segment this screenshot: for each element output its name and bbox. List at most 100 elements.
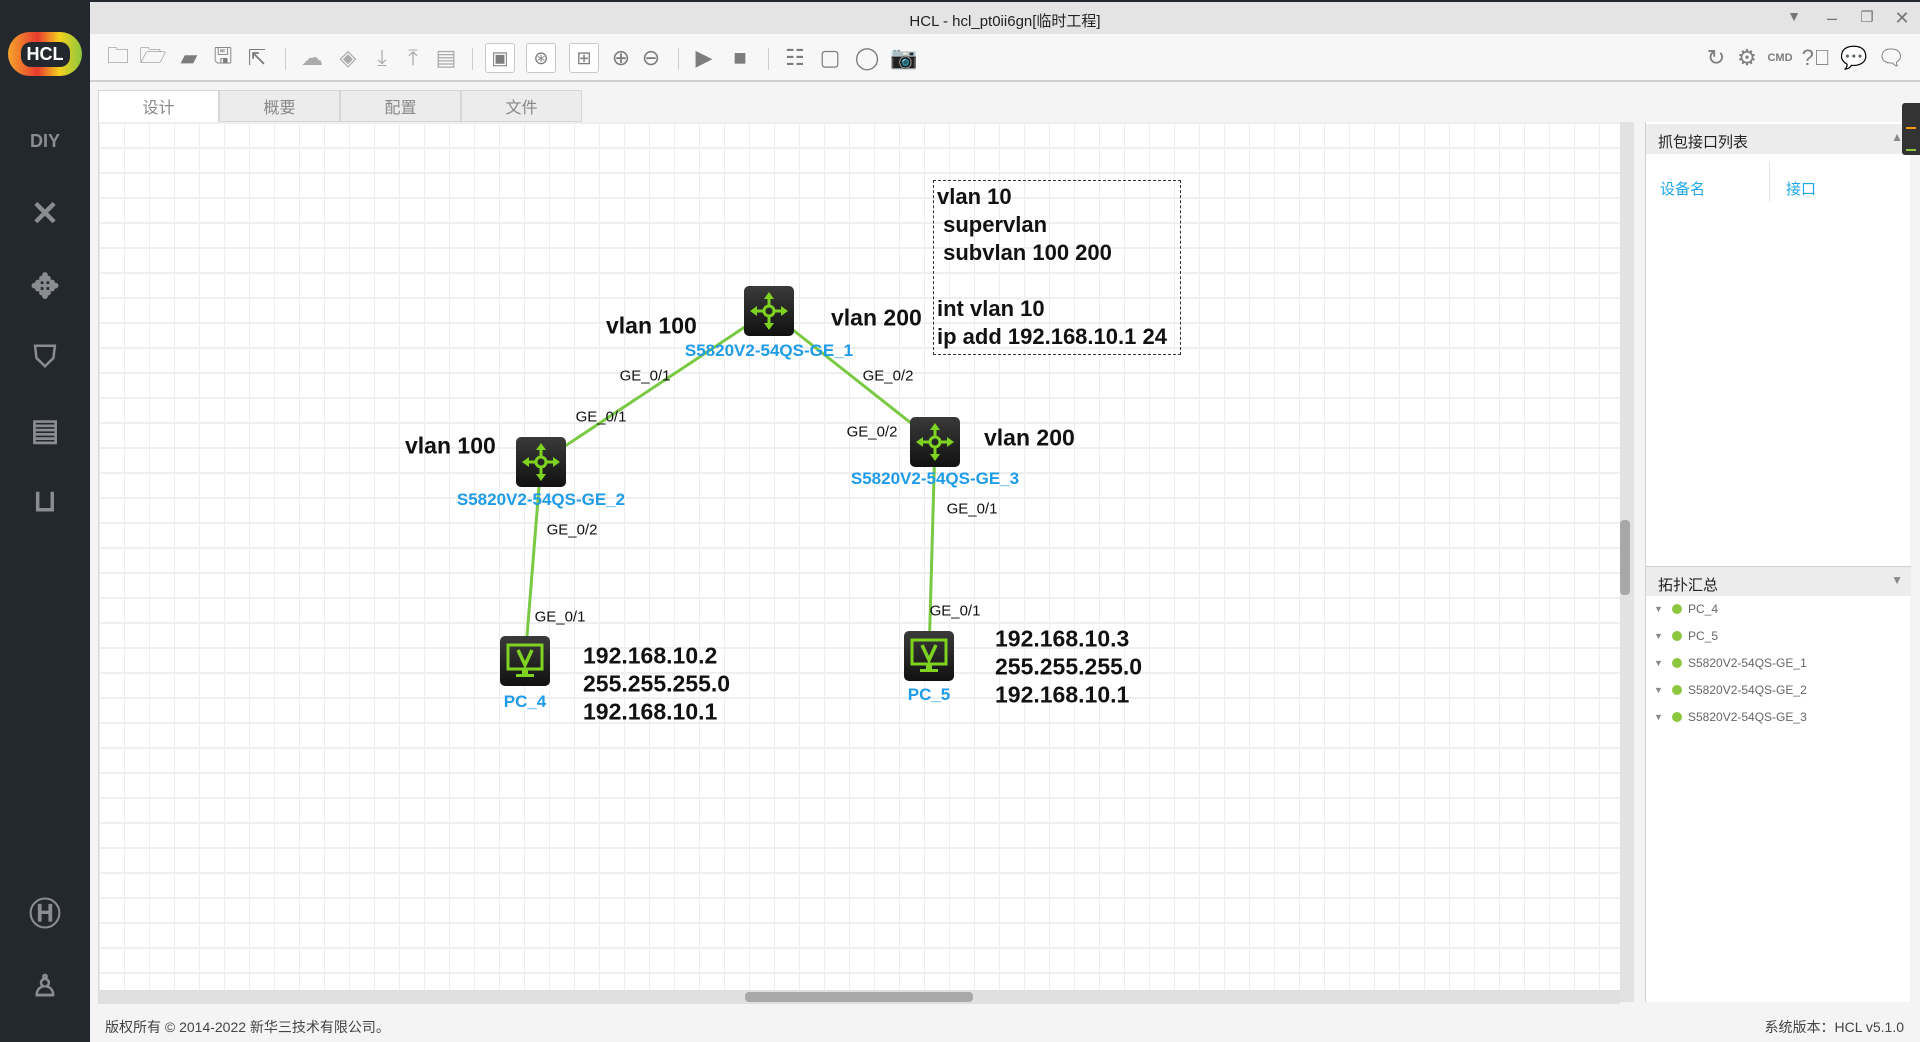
camera-icon[interactable]: 📷 [890, 45, 918, 70]
firewall-icon[interactable]: ⛉ [33, 341, 57, 374]
device-label[interactable]: S5820V2-54QS-GE_1 [684, 341, 854, 360]
capture-icon[interactable]: ▣ [485, 43, 515, 73]
gateway-note[interactable]: 192.168.10.1 [583, 698, 718, 725]
status-indicator[interactable] [1902, 103, 1920, 155]
new-project-icon[interactable]: 🗀 [106, 43, 129, 68]
ip-note[interactable]: 192.168.10.3 [995, 625, 1130, 652]
download-icon[interactable]: ⤓ [377, 45, 387, 70]
user-icon[interactable]: ♙ [31, 969, 59, 1003]
diy-icon[interactable]: DIY [29, 130, 60, 151]
expand-arrow-icon[interactable]: ▼ [1654, 685, 1663, 695]
status-dot-icon [1672, 604, 1682, 614]
vertical-scroll-thumb[interactable] [1620, 520, 1630, 595]
separator [285, 48, 286, 70]
settings-icon[interactable]: ⚙ [1737, 45, 1757, 70]
pc-monitor-icon [910, 638, 948, 672]
minimize-icon[interactable]: – [1826, 8, 1837, 28]
save-icon[interactable]: 🖫 [213, 43, 233, 68]
horizontal-scroll-thumb[interactable] [745, 992, 973, 1002]
router-icon[interactable]: ✥ [30, 268, 60, 306]
port-label: GE_0/1 [619, 367, 671, 385]
device-label[interactable]: PC_4 [503, 692, 547, 711]
grid-icon[interactable]: ⊞ [569, 43, 599, 73]
open-icon[interactable]: 🗁 [139, 43, 167, 68]
tab-design[interactable]: 设计 [98, 90, 219, 122]
vlan-note[interactable]: vlan 200 [984, 424, 1075, 451]
capture-panel-title: 抓包接口列表 [1658, 134, 1749, 151]
cloud-icon[interactable]: ☁ [301, 45, 323, 70]
layers-icon[interactable]: ◈ [339, 45, 357, 70]
folder-icon[interactable]: ▰ [180, 45, 198, 70]
device-label[interactable]: S5820V2-54QS-GE_2 [456, 490, 626, 509]
tab-files[interactable]: 文件 [461, 90, 582, 122]
status-bar: 版权所有 © 2014-2022 新华三技术有限公司。 系统版本：HCL v5.… [90, 1008, 1920, 1042]
refresh-icon[interactable]: ↻ [1706, 45, 1726, 70]
port-label: GE_0/2 [846, 423, 898, 441]
expand-arrow-icon[interactable]: ▼ [1654, 658, 1663, 668]
wechat-icon[interactable]: 💬 [1840, 45, 1868, 70]
vlan-note[interactable]: vlan 100 [606, 312, 697, 339]
add-rect-icon[interactable]: ▢ [819, 45, 841, 70]
collapse-icon[interactable]: ▲ [1891, 130, 1903, 144]
gateway-note[interactable]: 192.168.10.1 [995, 681, 1130, 708]
tab-overview[interactable]: 概要 [219, 90, 340, 122]
expand-arrow-icon[interactable]: ▼ [1654, 604, 1663, 614]
config-note-box[interactable]: vlan 10 supervlan subvlan 100 200 int vl… [933, 180, 1181, 355]
stop-icon[interactable]: ■ [733, 45, 747, 70]
zoom-out-icon[interactable]: ⊖ [641, 45, 661, 70]
expand-arrow-icon[interactable]: ▼ [1654, 631, 1663, 641]
topology-icon[interactable]: ⊛ [526, 43, 556, 73]
tab-config[interactable]: 配置 [340, 90, 461, 122]
add-ellipse-icon[interactable]: ◯ [854, 45, 880, 70]
server-icon[interactable]: ▤ [30, 413, 60, 447]
switch-sw1[interactable] [744, 286, 794, 336]
h3c-icon[interactable]: Ⓗ [28, 896, 61, 932]
col-device-name[interactable]: 设备名 [1660, 181, 1706, 198]
expand-icon[interactable]: ▼ [1891, 573, 1903, 587]
vlan-note[interactable]: vlan 100 [405, 432, 496, 459]
switch-arrows-icon [750, 292, 788, 330]
topology-item-label: S5820V2-54QS-GE_2 [1688, 683, 1807, 697]
col-interface[interactable]: 接口 [1786, 181, 1817, 198]
upload-icon[interactable]: ⤒ [408, 45, 418, 70]
port-label: GE_0/2 [546, 521, 598, 539]
topology-item[interactable]: ▼PC_5 [1646, 629, 1718, 643]
capture-panel-header[interactable]: 抓包接口列表 ▲ [1646, 124, 1911, 154]
hcl-logo: HCL [8, 32, 82, 76]
export-icon[interactable]: ⇱ [247, 45, 267, 70]
feedback-icon[interactable]: 🗨 [1877, 45, 1905, 70]
restore-icon[interactable]: ❐ [1860, 9, 1874, 26]
device-label[interactable]: PC_5 [907, 685, 951, 704]
mask-note[interactable]: 255.255.255.0 [995, 653, 1143, 680]
port-label: GE_0/1 [575, 408, 627, 426]
summary-panel-title: 拓扑汇总 [1658, 577, 1719, 594]
add-list-icon[interactable]: ☷ [785, 45, 805, 70]
expand-arrow-icon[interactable]: ▼ [1654, 712, 1663, 722]
dropdown-icon[interactable]: ▼ [1787, 8, 1801, 24]
device-label[interactable]: S5820V2-54QS-GE_3 [850, 469, 1020, 488]
mask-note[interactable]: 255.255.255.0 [583, 670, 731, 697]
topology-item[interactable]: ▼S5820V2-54QS-GE_1 [1646, 656, 1807, 670]
terminal-icon[interactable]: ⊔ [33, 484, 57, 518]
pc-pc4[interactable] [500, 636, 550, 686]
zoom-in-icon[interactable]: ⊕ [611, 45, 631, 70]
topology-canvas[interactable] [98, 122, 1620, 990]
pc-pc5[interactable] [904, 631, 954, 681]
summary-panel-header[interactable]: 拓扑汇总 ▼ [1646, 566, 1911, 596]
start-icon[interactable]: ▶ [695, 45, 713, 70]
topology-item[interactable]: ▼PC_4 [1646, 602, 1718, 616]
separator [678, 48, 679, 70]
title-bar: HCL - hcl_pt0ii6gn[临时工程] ▼ – ❐ ✕ [90, 0, 1920, 34]
cross-connect-icon[interactable]: ✕ [30, 195, 60, 233]
log-icon[interactable]: ▤ [435, 45, 457, 70]
close-icon[interactable]: ✕ [1894, 8, 1910, 28]
topology-item[interactable]: ▼ S5820V2-54QS-GE_2 [1646, 683, 1807, 697]
help-icon[interactable]: ?⃝ [1801, 45, 1831, 70]
topology-item[interactable]: ▼S5820V2-54QS-GE_3 [1646, 710, 1807, 724]
switch-sw3[interactable] [910, 417, 960, 467]
ip-note[interactable]: 192.168.10.2 [583, 642, 718, 669]
vlan-note[interactable]: vlan 200 [831, 304, 922, 331]
cmd-icon[interactable]: CMD [1767, 52, 1793, 64]
switch-sw2[interactable] [516, 437, 566, 487]
separator [768, 48, 769, 70]
